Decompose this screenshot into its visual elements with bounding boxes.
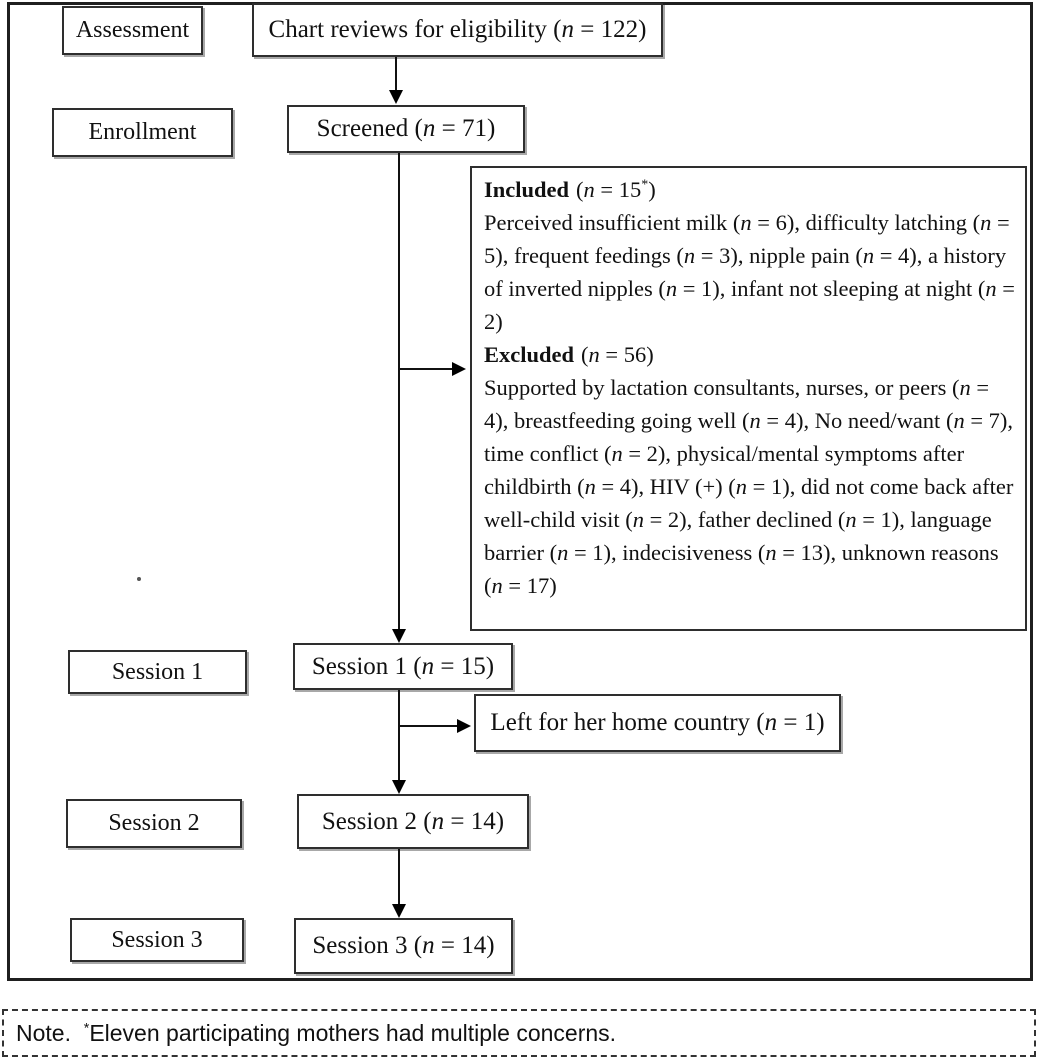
excluded-n-value: (n = 56) — [581, 342, 654, 367]
footnote-spacer — [71, 1020, 84, 1047]
included-n-value: (n = 15*) — [576, 177, 656, 202]
flow-node-chart-reviews-text: Chart reviews for eligibility (n = 122) — [268, 16, 647, 43]
stage-label-enrollment-text: Enrollment — [88, 119, 197, 145]
arrow-session1-to-session2-line — [398, 690, 400, 780]
arrow-right-icon — [457, 719, 471, 733]
stage-label-enrollment: Enrollment — [52, 108, 233, 157]
arrow-screened-to-session1-line — [398, 153, 400, 629]
flow-node-session3: Session 3 (n = 14) — [294, 918, 513, 974]
footnote-text: *Eleven participating mothers had multip… — [83, 1019, 617, 1046]
included-reasons-text: Perceived insufficient milk (n = 6), dif… — [484, 210, 1015, 334]
stray-dot-artifact — [137, 577, 141, 581]
excluded-heading-line: Excluded(n = 56) — [484, 338, 1017, 371]
footnote-box: Note. *Eleven participating mothers had … — [2, 1009, 1036, 1057]
eligibility-detail-box: Included(n = 15*) Perceived insufficient… — [470, 166, 1027, 631]
footnote-prefix: Note. — [16, 1019, 71, 1046]
excluded-reasons-text: Supported by lactation consultants, nurs… — [484, 375, 1014, 598]
stage-label-session2: Session 2 — [66, 799, 242, 848]
flow-node-chart-reviews: Chart reviews for eligibility (n = 122) — [252, 3, 663, 57]
included-heading-line: Included(n = 15*) — [484, 173, 1017, 206]
arrow-down-icon — [392, 904, 406, 918]
branch-to-left-home-country-line — [399, 725, 458, 727]
stage-label-session2-text: Session 2 — [108, 810, 200, 836]
stage-label-session1: Session 1 — [68, 650, 247, 694]
flow-node-left-home-country: Left for her home country (n = 1) — [474, 694, 841, 752]
arrow-down-icon — [392, 629, 406, 643]
included-heading: Included — [484, 177, 570, 202]
flow-node-screened-text: Screened (n = 71) — [316, 115, 496, 142]
stage-label-assessment: Assessment — [62, 6, 203, 55]
flow-node-session1: Session 1 (n = 15) — [293, 643, 513, 690]
branch-to-eligibility-line — [399, 368, 453, 370]
stage-label-assessment-text: Assessment — [75, 17, 190, 43]
flow-node-left-home-country-text: Left for her home country (n = 1) — [490, 709, 825, 736]
arrow-chart-to-screened-line — [395, 57, 397, 90]
flow-node-screened: Screened (n = 71) — [287, 105, 525, 153]
arrow-down-icon — [392, 780, 406, 794]
flow-node-session1-text: Session 1 (n = 15) — [311, 652, 495, 680]
stage-label-session3: Session 3 — [70, 918, 244, 962]
flow-node-session2-text: Session 2 (n = 14) — [321, 807, 505, 835]
arrow-session2-to-session3-line — [398, 849, 400, 904]
stage-label-session3-text: Session 3 — [111, 926, 203, 953]
flow-node-session3-text: Session 3 (n = 14) — [312, 932, 495, 959]
excluded-heading: Excluded — [484, 342, 575, 367]
stage-label-session1-text: Session 1 — [111, 658, 204, 685]
arrow-right-icon — [452, 362, 466, 376]
arrow-down-icon — [389, 90, 403, 104]
flow-node-session2: Session 2 (n = 14) — [297, 794, 529, 849]
